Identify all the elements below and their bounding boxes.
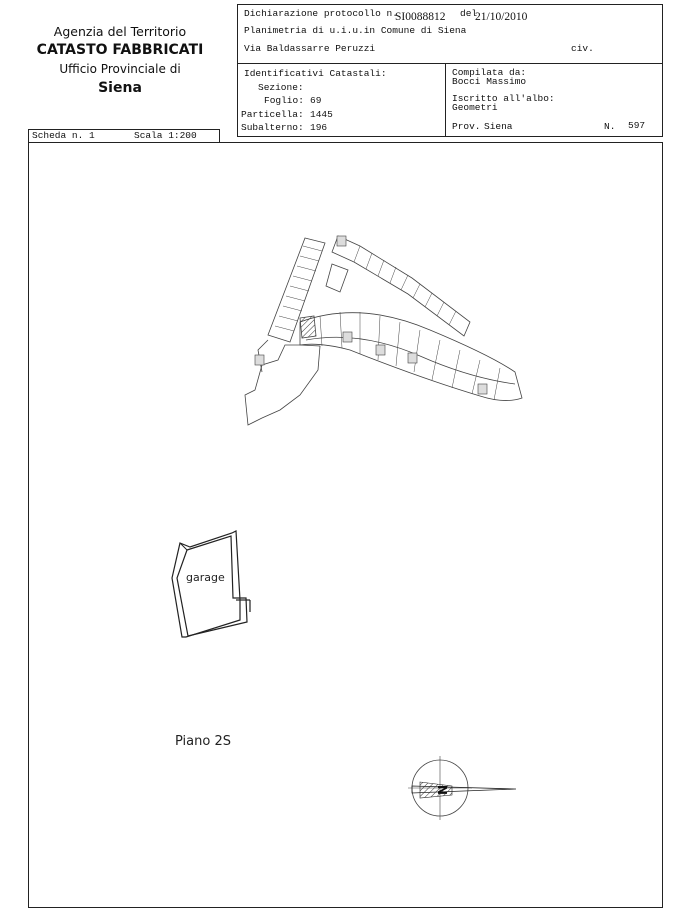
address-line: Via Baldassarre Peruzzi (244, 43, 376, 54)
scheda-label: Scheda n. 1 (32, 130, 95, 141)
albo-value: Geometri (452, 102, 498, 113)
declaration-date: 21/10/2010 (475, 11, 528, 23)
catasto-title: CATASTO FABBRICATI (36, 42, 204, 58)
north-label: N (436, 785, 450, 795)
agency-name: Agenzia del Territorio (53, 24, 187, 39)
floor-label: Piano 2S (175, 734, 231, 749)
ufficio-label: Ufficio Provinciale di (59, 62, 181, 76)
particella-label: Particella: (241, 109, 304, 120)
office-block: Agenzia del Territorio CATASTO FABBRICAT… (20, 22, 220, 98)
foglio-label: Foglio: (264, 95, 304, 106)
dichiarazione-label: Dichiarazione protocollo n. (244, 8, 398, 19)
subalterno-value: 196 (310, 122, 328, 133)
details-box: Identificativi Catastali: Sezione: Fogli… (237, 63, 663, 137)
scale-label: Scala 1:200 (134, 130, 197, 141)
foglio-value: 69 (310, 95, 322, 106)
iscritto-label: Iscritto all'albo: (452, 93, 555, 104)
n-label: N. (604, 121, 616, 132)
details-divider (445, 64, 446, 136)
n-value: 597 (628, 120, 646, 131)
north-arrow-icon: N (408, 756, 517, 820)
identificativi-title: Identificativi Catastali: (244, 68, 387, 79)
particella-value: 1445 (310, 109, 333, 120)
city-name: Siena (98, 80, 142, 96)
del-label: del (460, 8, 478, 19)
plan-frame (28, 142, 663, 908)
compilata-label: Compilata da: (452, 67, 527, 78)
civ-label: civ. (571, 43, 594, 54)
site-plan (244, 235, 523, 426)
garage-plan (171, 530, 251, 638)
compilata-name: Bocci Massimo (452, 76, 527, 87)
planimetria-line: Planimetria di u.i.u.in Comune di Siena (244, 25, 467, 36)
prov-value: Siena (484, 121, 513, 132)
room-label-garage: garage (186, 571, 225, 584)
prov-label: Prov. (452, 121, 481, 132)
sezione-label: Sezione: (258, 82, 304, 93)
protocollo-number: SI0088812 (395, 11, 446, 23)
header-box: Dichiarazione protocollo n. SI0088812 de… (237, 4, 663, 64)
subalterno-label: Subalterno: (241, 122, 304, 133)
